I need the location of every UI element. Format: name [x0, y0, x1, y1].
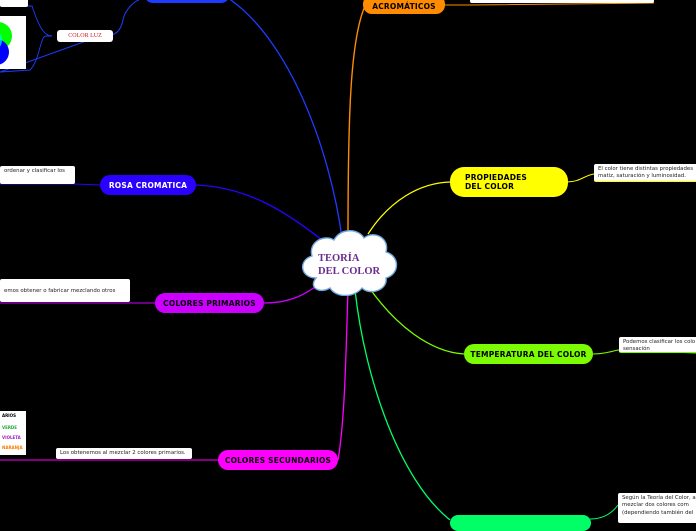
note-secundarios-text: Los obtenemos al mezclar 2 colores prima… — [60, 450, 186, 456]
note-primarios: emos obtener o fabricar mezclando otros — [0, 279, 130, 302]
node-rosa-cromatica[interactable]: ROSA CROMATICA — [100, 175, 196, 195]
note-rosa: ordenar y clasificar los — [0, 166, 75, 184]
note-temperatura: Podemos clasificar los colo sensación — [619, 337, 696, 353]
top-left-note — [0, 0, 28, 7]
note-propiedades-text: El color tiene distintas propiedades mat… — [598, 166, 693, 180]
node-acromaticos[interactable]: ACROMÁTICOS — [363, 0, 445, 14]
node-rosa-label: ROSA CROMATICA — [108, 180, 188, 190]
node-secundarios[interactable]: COLORES SECUNDARIOS — [218, 450, 338, 470]
note-propiedades: El color tiene distintas propiedades mat… — [594, 164, 696, 182]
note-rosa-text: ordenar y clasificar los — [4, 168, 65, 174]
central-title-line2: DEL COLOR — [318, 266, 381, 277]
central-cloud-icon[interactable] — [296, 226, 402, 296]
central-title-line1: TEORÍA — [318, 253, 360, 264]
node-primarios-label: COLORES PRIMARIOS — [163, 298, 256, 308]
color-luz-image — [0, 16, 26, 69]
swatch-violeta: VIOLETA — [2, 435, 21, 440]
central-title[interactable]: TEORÍA DEL COLOR — [318, 252, 408, 278]
top-blue-node[interactable] — [145, 0, 229, 3]
note-bottom-right: Según la Teoría del Color, al mezclar do… — [618, 493, 696, 523]
swatch-verde: VERDE — [2, 425, 17, 430]
node-bottom-green[interactable] — [450, 515, 591, 531]
note-primarios-text: emos obtener o fabricar mezclando otros — [4, 288, 116, 294]
rgb-circles-icon — [0, 22, 12, 65]
node-acromaticos-label: ACROMÁTICOS — [372, 2, 436, 11]
node-primarios[interactable]: COLORES PRIMARIOS — [155, 293, 264, 313]
node-propiedades-label: PROPIEDADES DEL COLOR — [465, 173, 528, 191]
secundarios-swatch-list: ARIOS VERDE VIOLETA NARANJA — [0, 411, 26, 455]
color-luz-text: COLOR LUZ — [68, 33, 102, 39]
swatch-arios: ARIOS — [2, 413, 16, 418]
node-propiedades[interactable]: PROPIEDADES DEL COLOR — [450, 167, 568, 197]
node-secundarios-label: COLORES SECUNDARIOS — [224, 455, 332, 465]
note-temperatura-text: Podemos clasificar los colo sensación — [623, 339, 696, 353]
note-acromaticos — [470, 0, 654, 3]
node-temperatura[interactable]: TEMPERATURA DEL COLOR — [464, 344, 593, 364]
note-bottom-right-text: Según la Teoría del Color, al mezclar do… — [622, 495, 696, 516]
connector-lines — [0, 0, 696, 520]
note-secundarios: Los obtenemos al mezclar 2 colores prima… — [56, 448, 192, 459]
swatch-naranja: NARANJA — [2, 445, 23, 450]
color-luz-label[interactable]: COLOR LUZ — [57, 30, 113, 42]
node-temperatura-label: TEMPERATURA DEL COLOR — [470, 349, 587, 359]
